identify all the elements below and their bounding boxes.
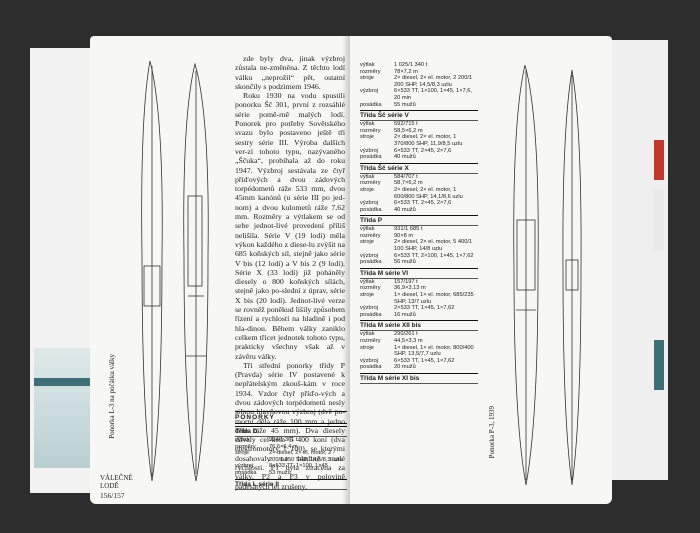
spec-class-name: Třída D [235,426,347,437]
spec-section-title: PONORKY [235,411,347,424]
page-tab-red [654,140,664,180]
page-tab-teal [654,340,664,390]
spec-class-name: Třída M série VI [360,267,478,279]
photo-strip-left [34,348,96,468]
page-tab-grey [654,190,664,250]
body-paragraph: Tři střední ponorky třídy P (Pravda) sér… [235,360,345,491]
left-body-text: zde byly dva, jinak výzbroj zůstala ne-z… [235,54,345,491]
spec-next-class: Třída M série XI bis [360,372,478,384]
spec-class-name: Třída Šč série X [360,162,478,174]
spec-next-class: Třída L série II [235,478,347,490]
submarine-drawing-left [130,56,225,486]
body-paragraph: Roku 1930 na vodu spustili ponorku Šč 30… [235,91,345,361]
submarine-drawing-right [500,60,595,490]
left-drawing-caption: Ponorka L-3 na počátku války [108,354,116,439]
spec-class-name: Třída P [360,215,478,227]
body-paragraph: zde byly dva, jinak výzbroj zůstala ne-z… [235,54,345,91]
spec-class-name: Třída M série XII bis [360,320,478,332]
right-drawing-caption: Ponorka P-3, 1939 [488,406,496,459]
running-head: VÁLEČNÉ LODĚ [100,474,133,490]
spec-class-name: Třída Šč série V [360,110,478,122]
book-page-stack-left [30,48,100,493]
page-numbers: 156/157 [100,491,125,500]
photo-strip-left-band [34,378,96,386]
left-page: Ponorka L-3 na počátku války zde byly dv… [90,36,350,504]
